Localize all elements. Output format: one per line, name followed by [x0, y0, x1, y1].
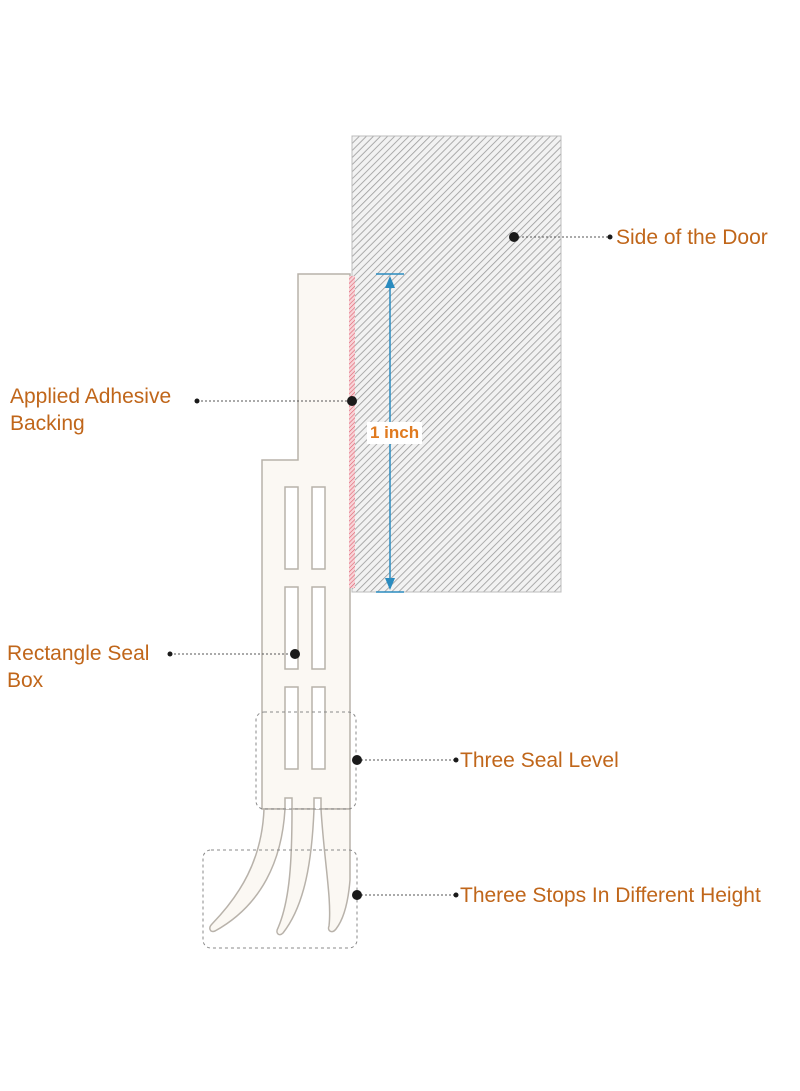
stop-slots	[284, 797, 322, 809]
seal-box-2-right	[311, 586, 326, 670]
seal-box-label-line1: Rectangle Seal	[7, 642, 150, 665]
seal-level-label: Three Seal Level	[460, 749, 619, 772]
leader-lines	[170, 236, 610, 896]
seal-box-1-right	[311, 486, 326, 570]
seal-boxes	[284, 486, 326, 770]
door-dot-small	[607, 234, 613, 240]
seal-box-3-left	[284, 686, 299, 770]
seal-level-dot-big	[352, 755, 362, 765]
one-inch-label: 1 inch	[367, 422, 423, 444]
seal-box-1-left	[284, 486, 299, 570]
adhesive-strip	[349, 276, 355, 588]
adhesive-label-line1: Applied Adhesive	[10, 385, 172, 408]
seal-box-label-line2: Box	[7, 669, 44, 692]
stops-highlight	[202, 849, 358, 949]
stop-fin-middle	[276, 808, 315, 936]
adhesive-dot-small	[194, 398, 200, 404]
seal-box-dot-small	[167, 651, 173, 657]
seal-box-3-right	[311, 686, 326, 770]
stop-fin-left	[209, 808, 286, 933]
seal-body	[261, 273, 351, 810]
door-dot-big	[509, 232, 519, 242]
stop-fin-right	[320, 808, 351, 933]
three-stops	[209, 808, 351, 936]
stops-dot-small	[453, 892, 459, 898]
door-label: Side of the Door	[616, 226, 768, 249]
adhesive-label-line2: Backing	[10, 412, 85, 435]
seal-level-dot-small	[453, 757, 459, 763]
adhesive-dot-big	[347, 396, 357, 406]
seal-box-2-left	[284, 586, 299, 670]
door-side-block	[351, 135, 562, 593]
seal-box-dot-big	[290, 649, 300, 659]
seal-level-highlight	[255, 711, 357, 810]
stops-dot-big	[352, 890, 362, 900]
stops-label: Theree Stops In Different Height	[460, 884, 761, 907]
leader-dots	[167, 232, 613, 900]
